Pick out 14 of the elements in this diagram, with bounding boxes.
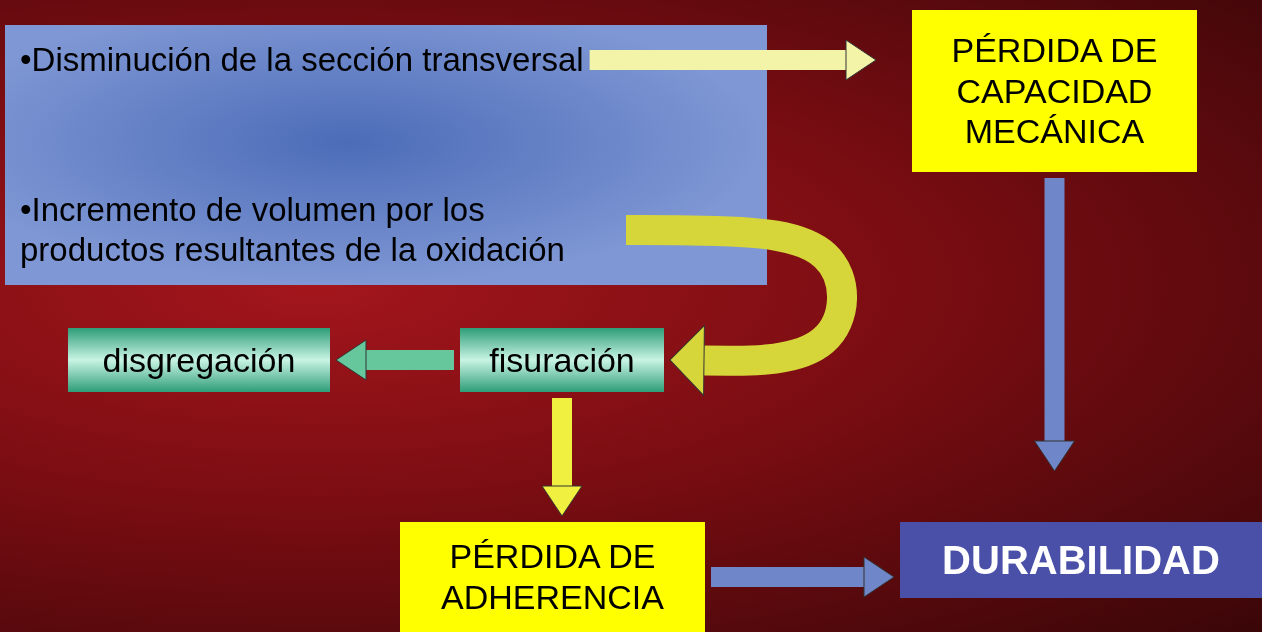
bullet-text: •Incremento de volumen por los productos resultantes de la oxidación [20,190,566,270]
block-arrow [335,339,454,381]
bullet-text: •Disminución de la sección transversal [20,40,584,80]
process-box: PÉRDIDA DE ADHERENCIA [400,522,705,632]
block-arrow [589,39,877,81]
block-arrow [1034,178,1075,472]
block-arrow [541,398,583,517]
block-arrow [624,215,857,396]
process-box: fisuración [460,328,664,392]
text-panel [5,25,767,285]
process-box: PÉRDIDA DE CAPACIDAD MECÁNICA [912,10,1197,172]
result-box: DURABILIDAD [900,522,1262,598]
block-arrow [711,556,895,598]
process-box: disgregación [68,328,330,392]
